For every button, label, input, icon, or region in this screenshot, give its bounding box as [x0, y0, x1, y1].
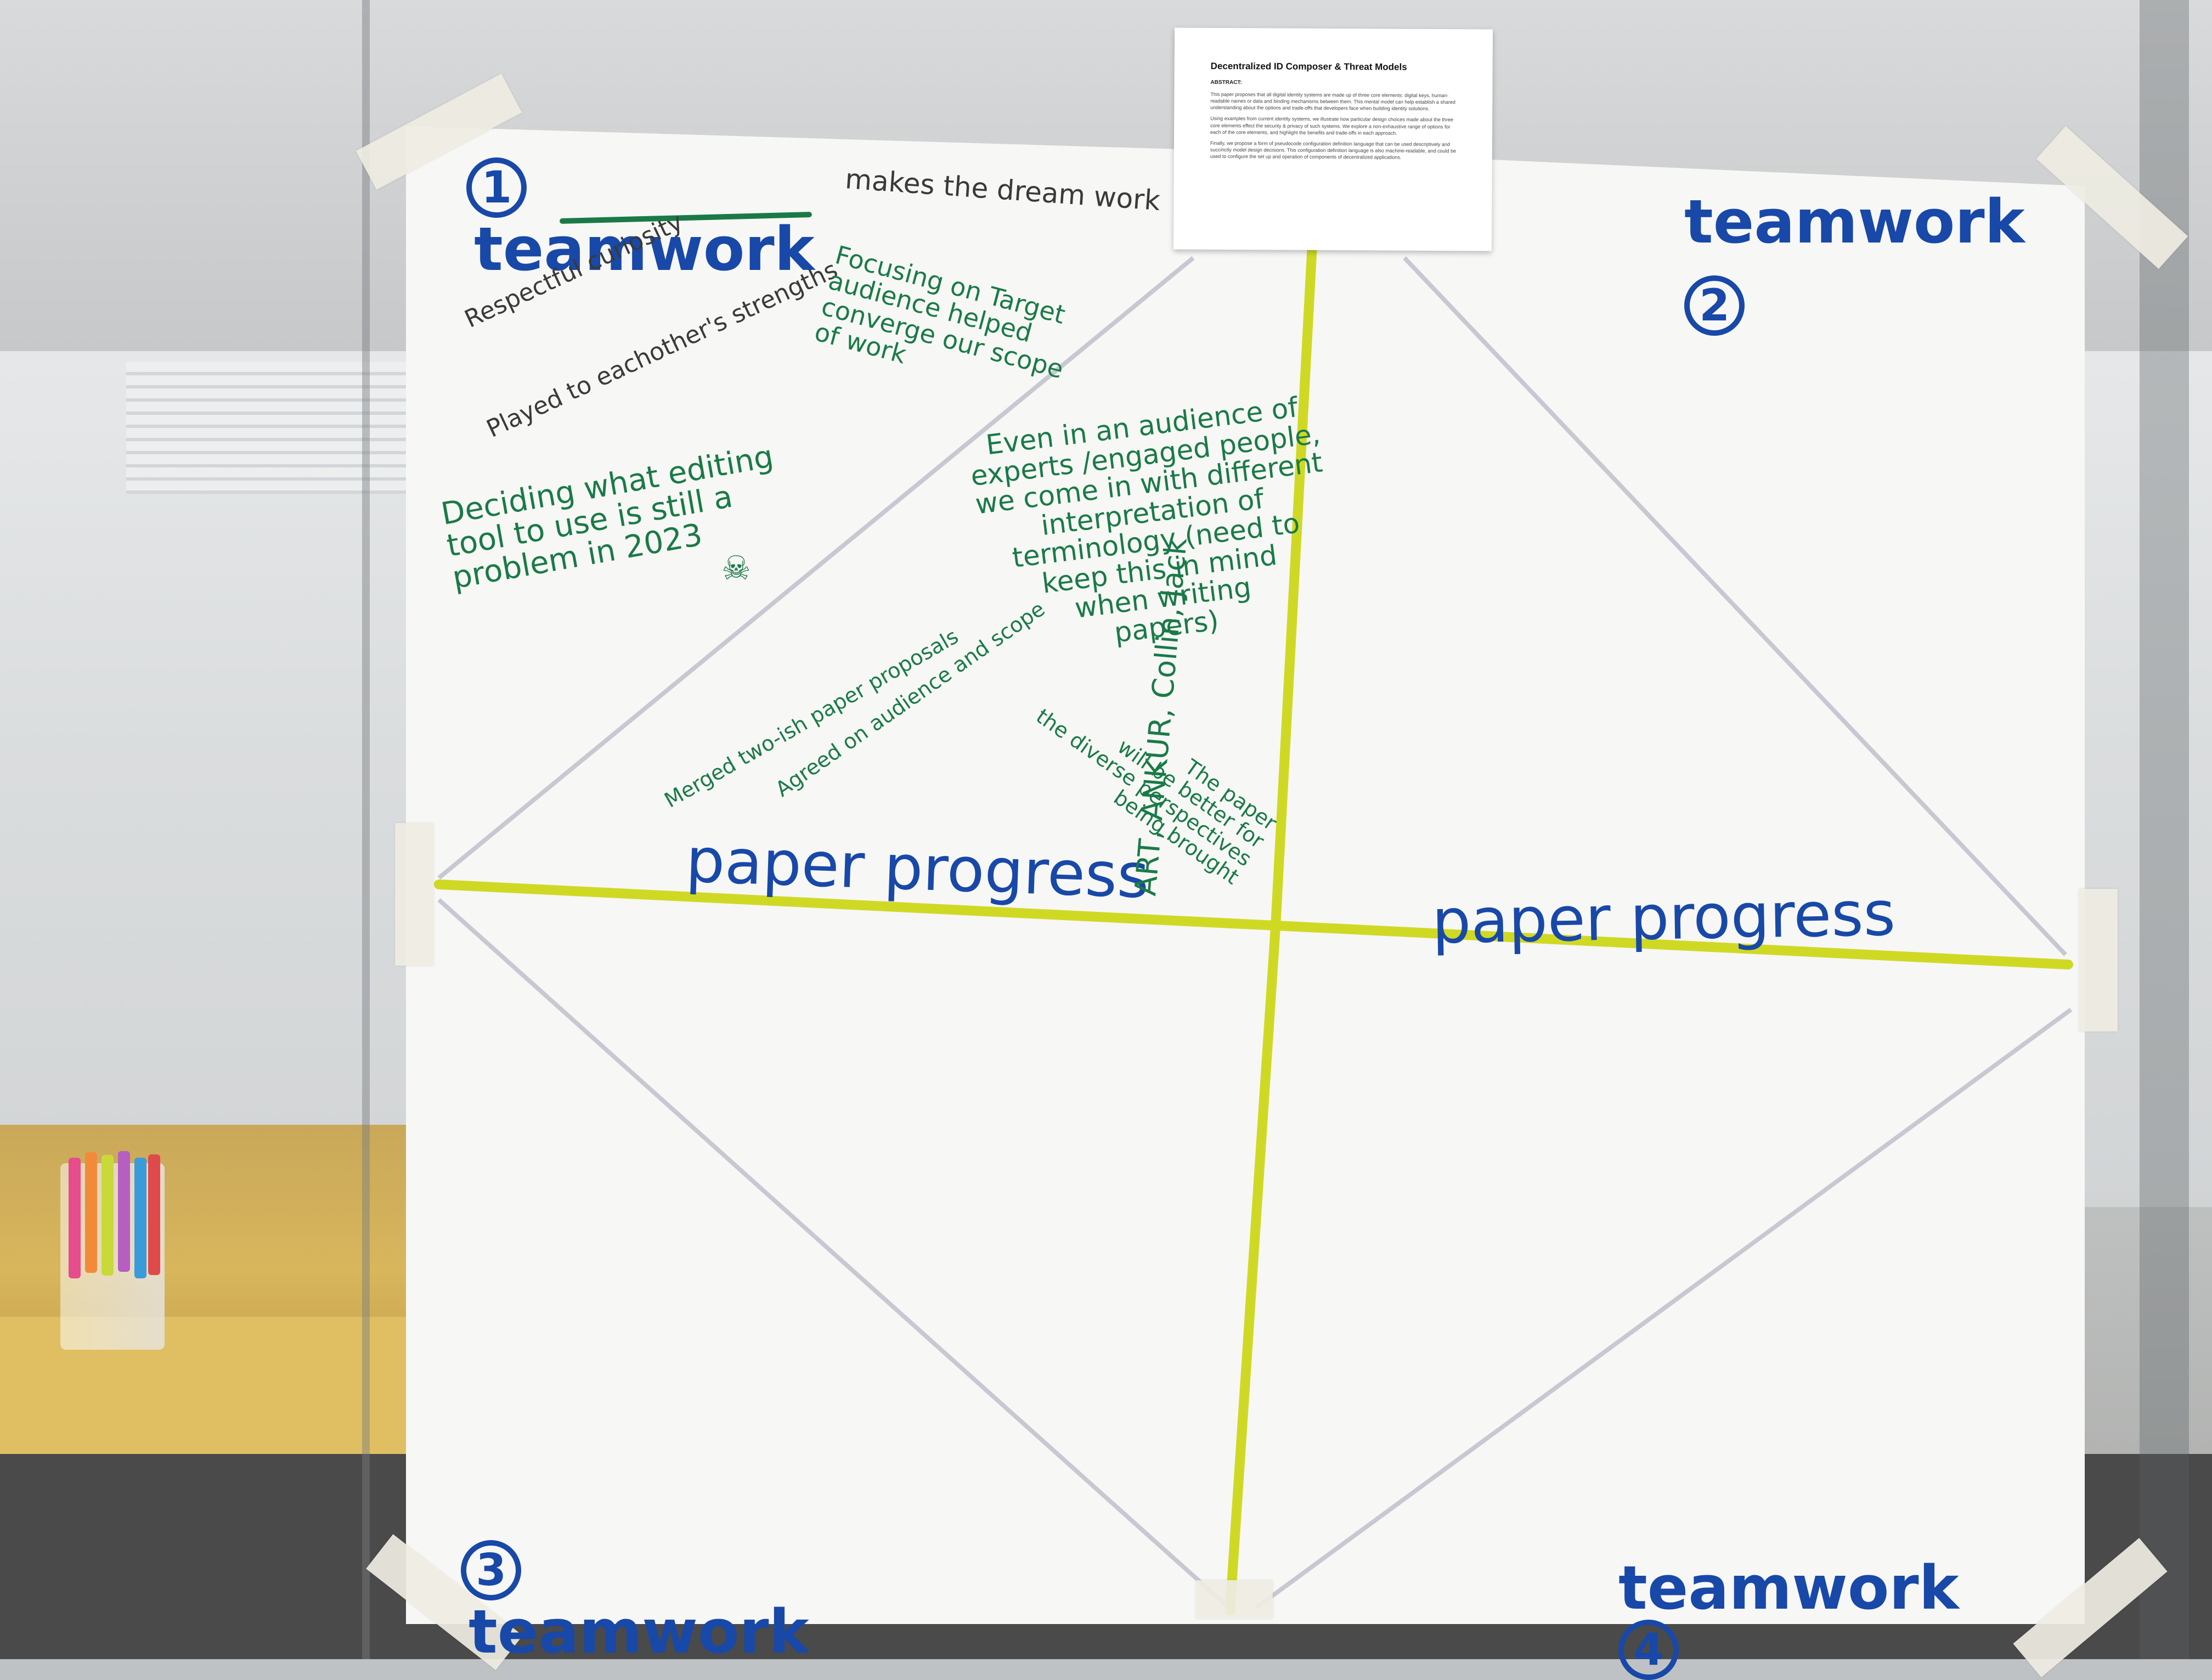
abstract-card: Decentralized ID Composer & Threat Model…	[1173, 27, 1493, 251]
quadrant-2-number: 2	[1684, 275, 1745, 336]
diagonal-bottom-right	[1255, 1007, 2073, 1610]
glass-panel-edge	[362, 0, 370, 1659]
quadrant-1-heading: 1 teamwork	[461, 148, 815, 281]
quadrant-4-heading: teamwork 4	[1613, 1547, 1972, 1680]
quadrant-3-label: teamwork	[469, 1596, 809, 1667]
quadrant-4-number: 4	[1618, 1620, 1679, 1680]
marker-red	[148, 1154, 160, 1275]
tape-bottom-center	[1196, 1580, 1273, 1619]
marker-orange	[85, 1152, 97, 1273]
abstract-heading: ABSTRACT:	[1210, 79, 1242, 86]
tape-middle-right	[2079, 889, 2118, 1031]
quadrant-2-heading: teamwork 2	[1679, 181, 2038, 336]
quadrant-4-label: teamwork	[1618, 1552, 1959, 1623]
diagonal-top-right	[1403, 256, 2067, 956]
vertical-axis-line	[1225, 239, 1317, 1615]
quadrant-3-heading: 3 teamwork	[455, 1531, 809, 1664]
marker-pink	[69, 1158, 81, 1278]
marker-purple	[118, 1151, 130, 1272]
abstract-paragraph-2: Using examples from current identity sys…	[1210, 116, 1453, 136]
marker-yellow	[101, 1155, 114, 1276]
diagonal-bottom-left	[437, 898, 1231, 1609]
marker-blue	[134, 1158, 146, 1278]
paper-progress-right: paper progress	[1431, 878, 1896, 958]
abstract-paragraph-1: This paper proposes that all digital ide…	[1210, 91, 1455, 112]
background-window	[126, 362, 411, 494]
abstract-paragraph-3: Finally, we propose a form of pseudocode…	[1210, 140, 1457, 160]
quadrant-3-number: 3	[461, 1540, 522, 1600]
quadrant-1-label: teamwork	[474, 213, 815, 284]
glass-panel-edge-right	[2140, 0, 2189, 1659]
tape-middle-left	[395, 823, 433, 966]
diagonal-top-left	[437, 256, 1195, 880]
skull-icon: ☠	[721, 549, 751, 588]
quadrant-2-label: teamwork	[1684, 186, 2025, 257]
horizontal-axis-line	[434, 880, 2073, 969]
abstract-title: Decentralized ID Composer & Threat Model…	[1210, 60, 1407, 72]
quadrant-1-number: 1	[466, 157, 527, 218]
paper-progress-left: paper progress	[685, 825, 1150, 912]
